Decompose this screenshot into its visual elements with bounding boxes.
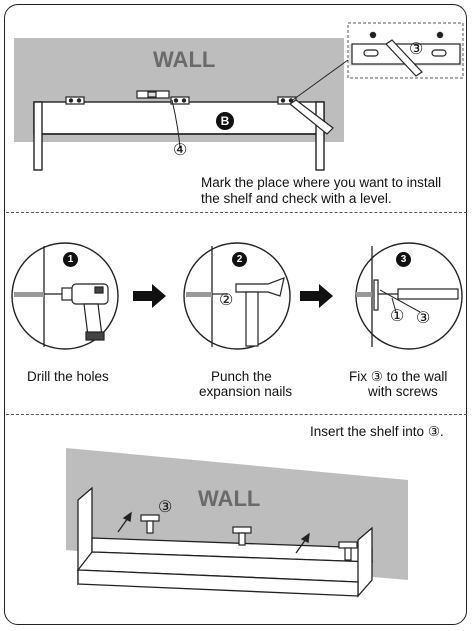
- wall-label-perspective: WALL: [198, 486, 260, 511]
- step2-caption-line1: Punch the: [211, 369, 272, 384]
- instruction-mark-line2: the shelf and check with a level.: [201, 191, 392, 206]
- step3-caption-line2: with screws: [368, 384, 438, 399]
- section-divider-1: [6, 212, 467, 213]
- step3-caption-line1: Fix ③ to the wall: [349, 369, 448, 384]
- bracket-marks: [65, 96, 297, 105]
- step1-drill-circle: [11, 242, 119, 350]
- callout-4-leader: [171, 99, 181, 149]
- step3-number-badge: 3: [396, 252, 411, 267]
- hammer-icon: [212, 277, 285, 347]
- step1-number-badge: 1: [63, 252, 78, 267]
- instruction-mark-line1: Mark the place where you want to install: [201, 175, 442, 190]
- instruction-insert-shelf: Insert the shelf into ③.: [310, 424, 444, 439]
- spirit-level: [136, 90, 170, 99]
- arrow-step1-to-step2: [133, 284, 166, 308]
- shelf-perspective: [76, 486, 374, 598]
- screw-dot-left: [369, 31, 377, 39]
- insert-arrows: [117, 511, 310, 554]
- section2-illustration: [11, 242, 463, 350]
- step3-screw-circle: [355, 242, 463, 350]
- step3-part-label-3: ③: [416, 310, 431, 327]
- arrow-step2-to-step3: [300, 284, 333, 308]
- screw-dot-right: [436, 31, 444, 39]
- detail-content: [349, 39, 462, 77]
- section-divider-2: [6, 414, 467, 415]
- step2-part-label: ②: [219, 292, 234, 309]
- step3-part-label-1: ①: [390, 308, 405, 325]
- step1-caption: Drill the holes: [27, 369, 109, 384]
- callout-3-detail: ③: [409, 41, 424, 58]
- section1-illustration: WALL: [14, 22, 464, 171]
- section3-illustration: WALL: [66, 448, 408, 598]
- callout-b: B: [216, 112, 234, 130]
- instruction-frame: [4, 4, 467, 625]
- step2-hammer-circle: [183, 242, 291, 350]
- wall-label: WALL: [153, 47, 215, 72]
- drill-icon: [44, 283, 109, 341]
- step2-caption-line2: expansion nails: [199, 384, 293, 399]
- pencil: [288, 99, 334, 135]
- callout-3-shelf: ③: [158, 499, 173, 516]
- screwdriver-icon: [373, 279, 459, 311]
- t-brackets: [140, 514, 358, 561]
- step2-number-badge: 2: [232, 252, 247, 267]
- detail-leader: [289, 59, 349, 103]
- callout-4: ④: [173, 142, 188, 159]
